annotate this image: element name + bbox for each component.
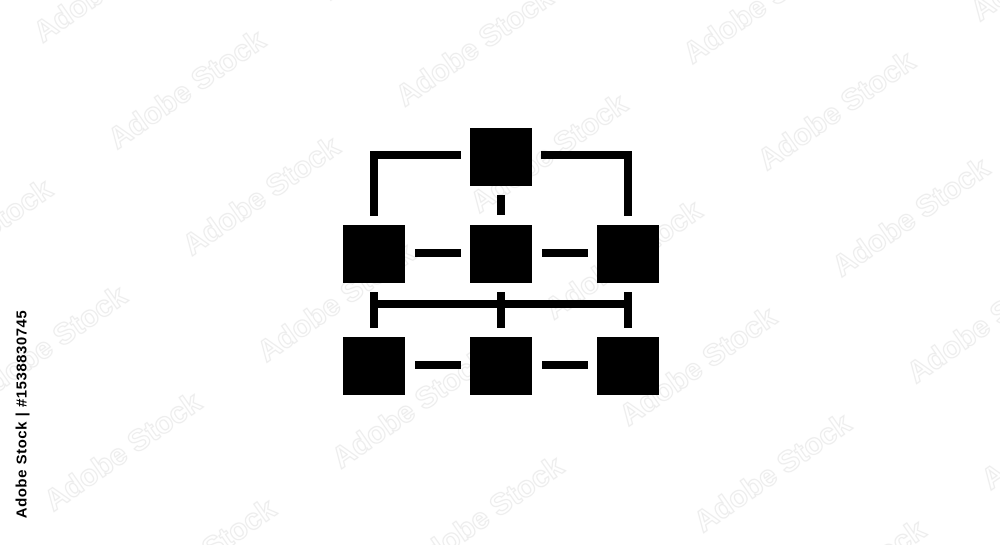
stock-id-text: Adobe Stock | #1538830745 (13, 309, 31, 519)
node-top (470, 128, 532, 186)
connector-bottom-left (415, 361, 461, 369)
node-middle-left (343, 225, 405, 283)
hierarchy-network-icon-shapes (343, 128, 659, 395)
node-bottom-left (343, 337, 405, 395)
connector-middle-right (542, 249, 588, 257)
node-bottom-center (470, 337, 532, 395)
connector-top-right-vertical (624, 151, 632, 216)
stock-id-label: Adobe Stock | #1538830745 (10, 298, 34, 530)
node-middle-center (470, 225, 532, 283)
connector-middle-left (415, 249, 461, 257)
connector-bottom-right (542, 361, 588, 369)
connector-bracket-left (370, 292, 378, 328)
connector-top-center-vertical (497, 195, 505, 215)
connector-bracket-right (624, 292, 632, 328)
node-bottom-right (597, 337, 659, 395)
connector-top-left-vertical (370, 151, 378, 216)
connector-top-right-horizontal (541, 151, 632, 159)
connector-top-left-horizontal (370, 151, 461, 159)
node-middle-right (597, 225, 659, 283)
connector-bracket-center (497, 292, 505, 328)
